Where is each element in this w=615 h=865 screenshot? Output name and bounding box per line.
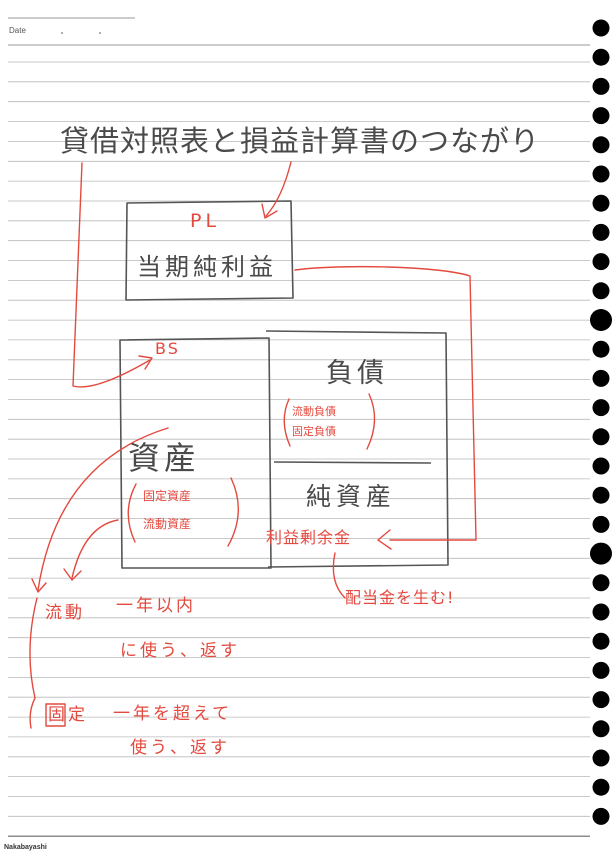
binder-hole (592, 48, 610, 66)
binder-hole (592, 807, 610, 825)
assets-paren-left (127, 483, 137, 543)
binder-hole (592, 749, 610, 767)
note-term-current: 流動 (45, 603, 85, 623)
bs-label: BS (155, 339, 180, 358)
arrowhead-current (31, 578, 47, 593)
arc-assets-to-current (37, 427, 169, 591)
note-line: 一年を超えて (113, 704, 233, 724)
arrowhead-notes (63, 568, 82, 581)
binder-hole (592, 632, 610, 650)
brand-label: Nakabayashi (4, 844, 47, 851)
binder-hole (592, 194, 610, 212)
pl-label: PL (190, 210, 221, 232)
bs-assets-box (119, 337, 272, 569)
binder-hole (592, 282, 610, 300)
arrow-pl-to-retained-earnings (294, 265, 477, 541)
arrow-title-to-bs (72, 162, 151, 388)
binder-hole (592, 107, 610, 125)
dividend-note: 配当金を生む! (345, 588, 455, 607)
date-label: Date (9, 26, 26, 35)
binder-hole (592, 720, 610, 738)
binder-hole (592, 428, 610, 446)
arrowhead-bs (138, 355, 153, 370)
ruled-lines (8, 61, 590, 837)
assets-paren-right (227, 477, 240, 547)
assets-title: 資産 (128, 439, 201, 477)
arrow-fixed-assets-to-notes (71, 519, 119, 579)
binder-hole (590, 542, 612, 565)
note-term-fixed: 固定 (48, 705, 88, 725)
assets-item: 固定資産 (143, 489, 192, 503)
fixed-term-box (45, 703, 66, 727)
page-title: 貸借対照表と損益計算書のつながり (60, 124, 541, 158)
binder-hole (592, 661, 610, 679)
binder-hole (592, 457, 610, 475)
binder-hole (592, 253, 610, 271)
note-line: 一年以内 (116, 596, 196, 616)
pl-box (125, 200, 294, 301)
binder-hole (592, 399, 610, 417)
net-income-label: 当期純利益 (137, 253, 277, 281)
notes-bracket (29, 597, 38, 729)
binder-hole (592, 603, 610, 621)
assets-item: 流動資産 (143, 517, 192, 531)
note-line: に使う、返す (120, 641, 240, 661)
curve-to-dividend (332, 552, 346, 599)
binder-hole (592, 778, 610, 796)
liabilities-item: 固定負債 (292, 425, 336, 438)
liabilities-title: 負債 (326, 358, 388, 389)
binder-hole (592, 223, 610, 241)
binder-hole (592, 19, 610, 37)
binder-hole (592, 136, 610, 154)
binder-hole (592, 574, 610, 592)
arrowhead-retained-earnings (377, 529, 392, 550)
binder-hole (592, 486, 610, 504)
bs-liabilities-divider (273, 461, 432, 464)
binder-hole (592, 165, 610, 183)
date-dot (61, 32, 63, 34)
binder-hole (592, 691, 610, 709)
arrow-title-to-pl (265, 161, 292, 217)
binder-holes (590, 19, 612, 825)
binder-hole (592, 369, 610, 387)
net-assets-title: 純資産 (306, 482, 397, 511)
retained-earnings-label: 利益剰余金 (266, 528, 352, 547)
liabilities-paren-left (283, 398, 291, 447)
note-line: 使う、返す (130, 738, 230, 758)
bs-right-box (265, 330, 449, 568)
binder-hole (592, 515, 610, 533)
arrowhead-pl (261, 203, 278, 219)
binder-hole (592, 340, 610, 358)
binder-hole (590, 309, 612, 331)
liabilities-item: 流動負債 (292, 405, 336, 418)
date-dot (99, 32, 101, 34)
binder-hole (592, 77, 610, 95)
liabilities-paren-right (366, 393, 376, 450)
